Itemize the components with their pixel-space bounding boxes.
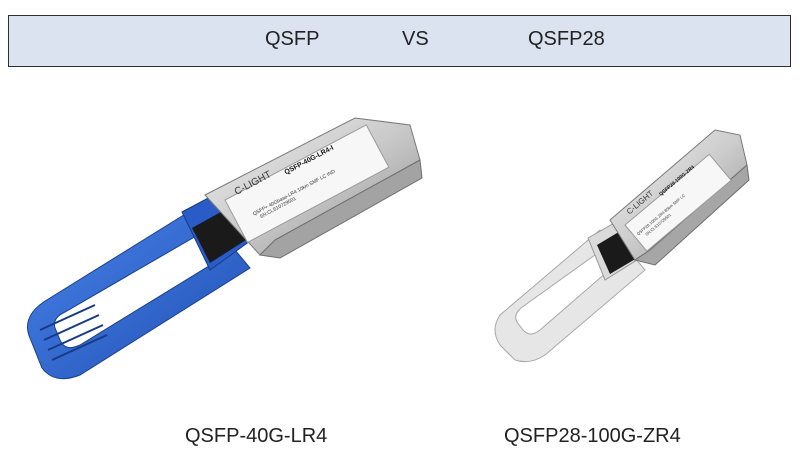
pull-tab-grip (39, 304, 108, 361)
comparison-header: QSFP VS QSFP28 (8, 15, 791, 67)
header-left-label: QSFP (265, 28, 320, 50)
qsfp28-module-image (494, 129, 750, 363)
left-product-caption: QSFP-40G-LR4 (185, 425, 328, 447)
module-label (224, 124, 390, 244)
header-right-label: QSFP28 (528, 28, 605, 50)
qsfp-module-image (27, 117, 423, 380)
right-product-caption: QSFP28-100G-ZR4 (504, 425, 681, 447)
module-label (624, 153, 732, 252)
header-vs-label: VS (402, 28, 429, 50)
